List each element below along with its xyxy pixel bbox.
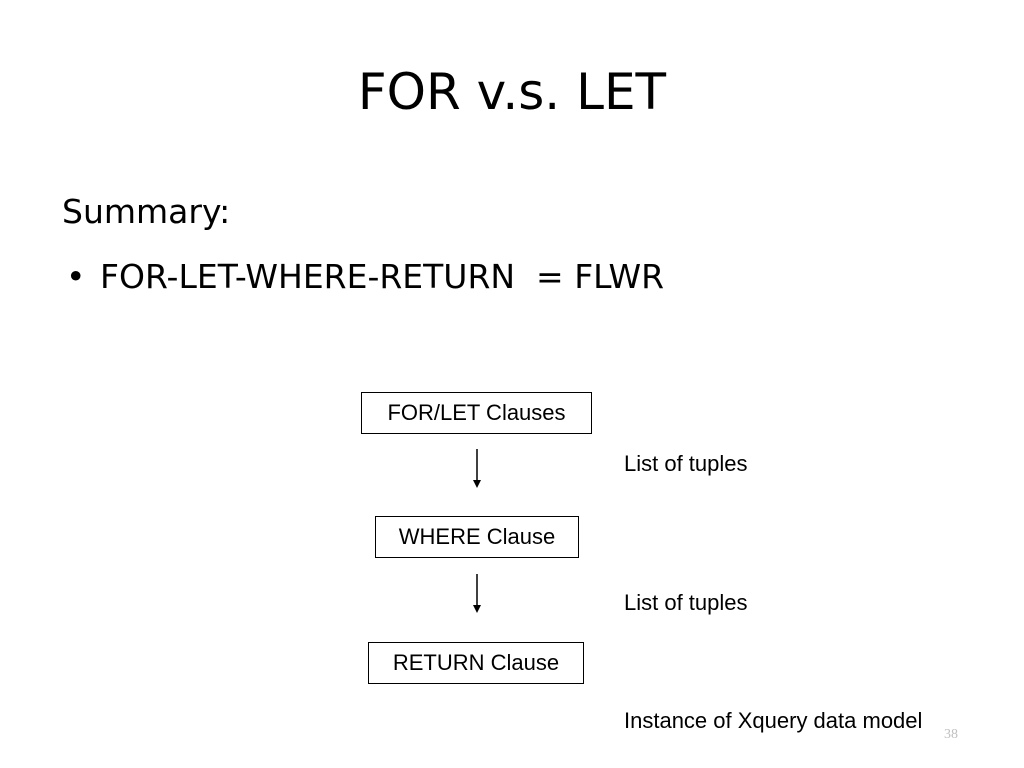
where-clause-box: WHERE Clause [375, 516, 579, 558]
bullet-text: FOR-LET-WHERE-RETURN = FLWR [100, 257, 665, 296]
slide-title: FOR v.s. LET [357, 63, 667, 121]
bullet-item: • FOR-LET-WHERE-RETURN = FLWR [66, 257, 664, 297]
slide-number: 38 [944, 727, 958, 742]
return-clause-box: RETURN Clause [368, 642, 584, 684]
down-arrow-icon [473, 449, 481, 488]
down-arrow-icon [473, 574, 481, 613]
tuples-note-1: List of tuples [624, 451, 748, 476]
bullet-marker: • [66, 257, 86, 296]
for-let-clauses-box: FOR/LET Clauses [361, 392, 592, 434]
summary-heading: Summary: [62, 192, 231, 231]
tuples-note-2: List of tuples [624, 590, 748, 615]
data-model-note: Instance of Xquery data model [624, 708, 923, 733]
